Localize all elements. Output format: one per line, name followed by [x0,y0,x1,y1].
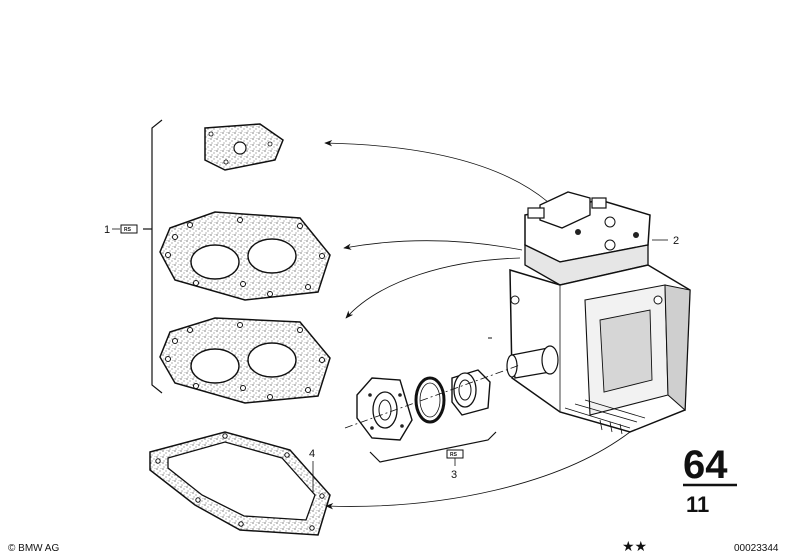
group-number-minor: 11 [686,492,709,517]
base-gasket [149,431,331,536]
copyright-text: © BMW AG [8,543,59,554]
rs-badge-1 [120,224,138,234]
star-icon: ★★ [622,539,647,555]
callout-1: 1 [104,224,110,236]
arrow-to-base-gasket [325,431,631,510]
head-gasket-lower [159,317,331,404]
arrow-to-head-gasket-upper [343,240,523,251]
callout-2: 2 [673,235,679,247]
arrow-to-valve-gasket [324,139,549,203]
image-number: 00023344 [734,543,779,554]
arrow-to-head-gasket-lower [345,257,521,319]
shaft-seal-kit [356,369,491,441]
rs-badge-3-text: RS [450,452,458,458]
bracket-part-1 [151,119,163,394]
head-gasket-upper [159,211,331,301]
compressor-assembly [506,191,691,435]
rs-badge-1-text: RS [124,227,132,233]
callout-4: 4 [309,448,315,460]
group-number-major: 64 [683,443,728,487]
valve-plate-gasket [204,123,284,171]
bracket-part-3 [369,431,497,463]
callout-3: 3 [451,469,457,481]
